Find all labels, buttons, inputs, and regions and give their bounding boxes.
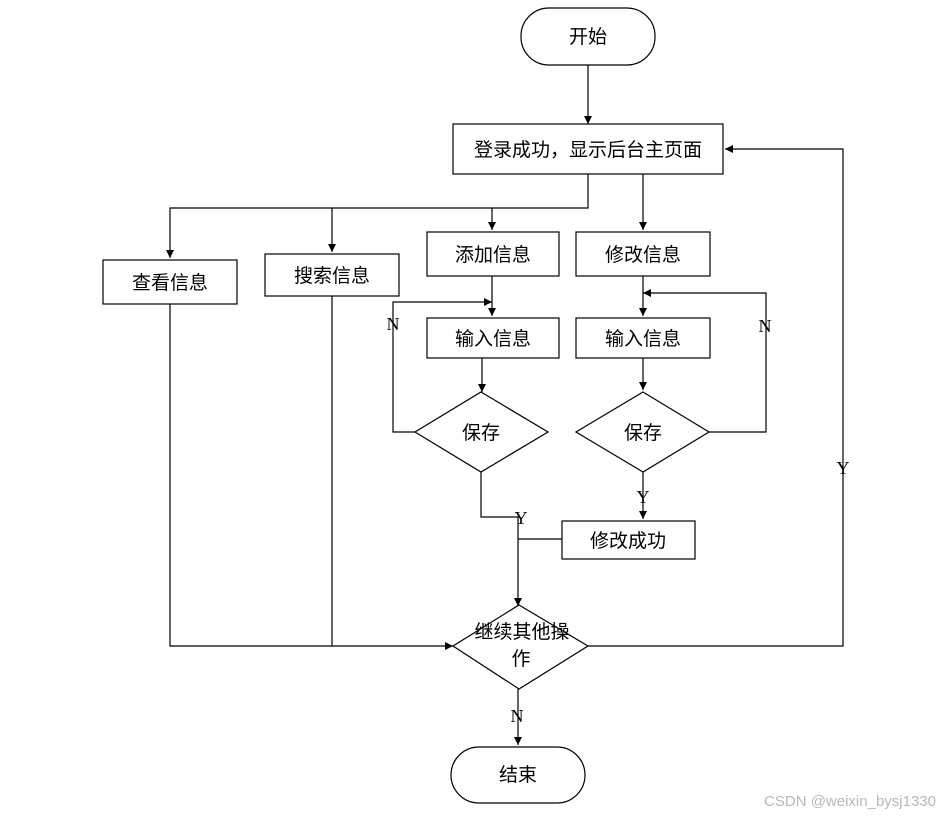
node-continue-label-2: 作 bbox=[511, 648, 530, 670]
node-search: 搜索信息 bbox=[264, 253, 400, 297]
node-view-label: 查看信息 bbox=[132, 272, 208, 294]
watermark: CSDN @weixin_bysj1330 bbox=[764, 793, 936, 810]
edge-save-add-yes bbox=[480, 472, 522, 606]
node-modify-success: 修改成功 bbox=[561, 520, 696, 560]
edge-save-modify-no bbox=[643, 289, 767, 433]
node-login: 登录成功，显示后台主页面 bbox=[452, 123, 724, 175]
node-view: 查看信息 bbox=[102, 259, 238, 305]
node-search-label: 搜索信息 bbox=[294, 265, 370, 287]
node-continue-label-1: 继续其他操 bbox=[474, 621, 569, 643]
node-input-modify-label: 输入信息 bbox=[605, 328, 681, 350]
node-add-label: 添加信息 bbox=[455, 244, 531, 266]
label-continue-no: N bbox=[511, 706, 524, 726]
edge-save-add-no bbox=[392, 298, 492, 433]
node-modify-label: 修改信息 bbox=[605, 244, 681, 266]
node-save-add: 保存 bbox=[413, 391, 550, 473]
node-start-label: 开始 bbox=[569, 26, 607, 48]
label-add-save-no: N bbox=[387, 314, 400, 334]
node-add: 添加信息 bbox=[426, 231, 560, 277]
edge-continue-yes bbox=[588, 145, 844, 647]
edge-view-continue bbox=[169, 304, 453, 650]
node-input-modify: 输入信息 bbox=[575, 317, 711, 359]
node-start: 开始 bbox=[520, 7, 656, 66]
edge-login-view bbox=[166, 174, 589, 258]
node-save-modify: 保存 bbox=[574, 391, 711, 473]
node-modify: 修改信息 bbox=[575, 231, 711, 277]
node-modify-success-label: 修改成功 bbox=[590, 530, 666, 552]
node-input-add: 输入信息 bbox=[426, 317, 560, 359]
node-input-add-label: 输入信息 bbox=[455, 328, 531, 350]
node-login-label: 登录成功，显示后台主页面 bbox=[474, 139, 702, 161]
label-continue-yes: Y bbox=[837, 458, 850, 478]
node-save-add-label: 保存 bbox=[462, 422, 500, 444]
node-end: 结束 bbox=[450, 746, 586, 804]
label-add-save-yes: Y bbox=[515, 508, 528, 528]
node-continue: 继续其他操 作 bbox=[451, 604, 590, 690]
node-end-label: 结束 bbox=[499, 764, 537, 786]
label-modify-save-yes: Y bbox=[637, 487, 650, 507]
node-save-modify-label: 保存 bbox=[624, 422, 662, 444]
label-modify-save-no: N bbox=[759, 316, 772, 336]
connectors bbox=[166, 65, 844, 745]
